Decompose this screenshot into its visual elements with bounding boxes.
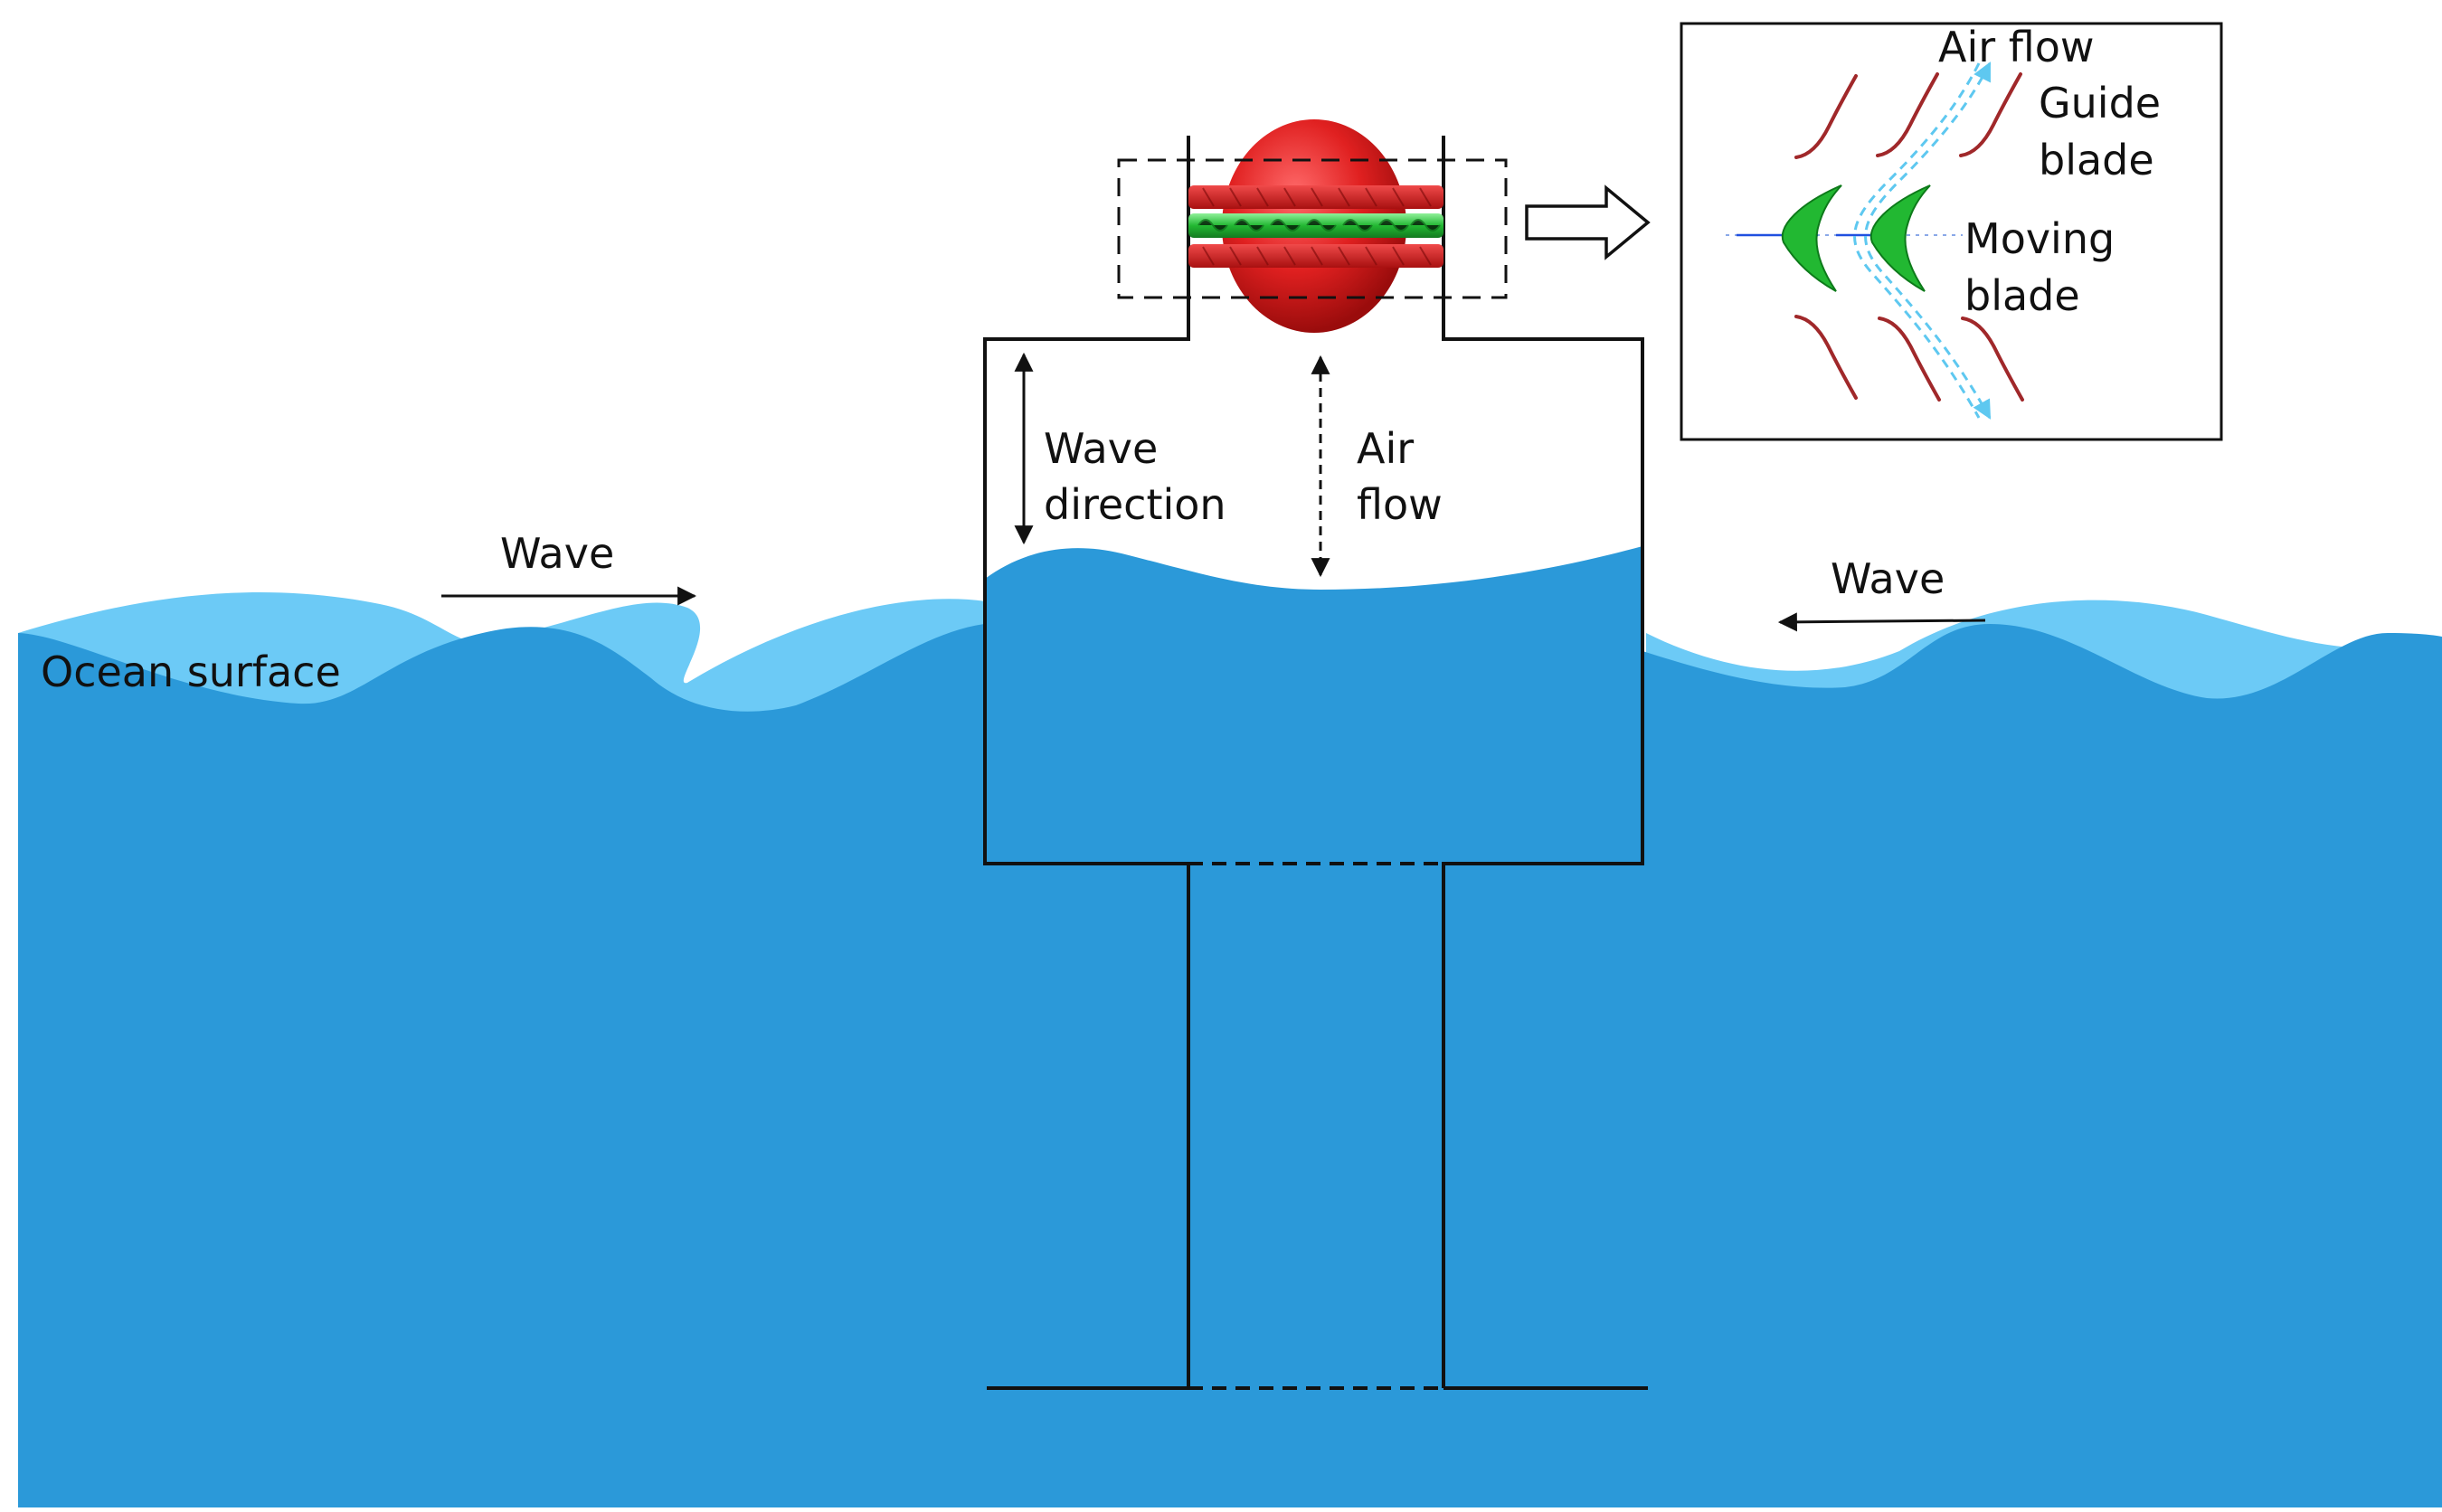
label-wave-direction-1: Wave <box>1044 424 1158 473</box>
inset-airflow-path <box>1853 61 1992 420</box>
moving-blade-1 <box>1781 184 1842 292</box>
inset-label-guide-blade-2: blade <box>2039 136 2154 184</box>
inset-label-guide-blade-1: Guide <box>2039 79 2161 128</box>
inset-label-air-flow: Air flow <box>1938 23 2095 71</box>
label-ocean-surface: Ocean surface <box>41 647 341 696</box>
inset-box <box>1680 22 2223 441</box>
label-wave-right: Wave <box>1831 554 1945 603</box>
turbine <box>1188 119 1443 333</box>
inset-label-moving-blade-2: blade <box>1964 271 2080 320</box>
moving-blade-2 <box>1869 184 1931 292</box>
chamber-water <box>985 546 1642 864</box>
zoom-arrow <box>1525 184 1651 260</box>
label-air-flow-2: flow <box>1357 480 1443 529</box>
label-wave-direction-2: direction <box>1044 480 1226 529</box>
label-air-flow-1: Air <box>1357 424 1414 473</box>
inset-label-moving-blade-1: Moving <box>1964 214 2115 263</box>
label-wave-left: Wave <box>500 529 614 578</box>
guide-blades-top <box>1794 72 2022 159</box>
oscillating-water-column-chamber <box>983 136 1648 1390</box>
wave-arrow-right <box>1777 612 1986 632</box>
rotor-green-band <box>1188 213 1443 238</box>
